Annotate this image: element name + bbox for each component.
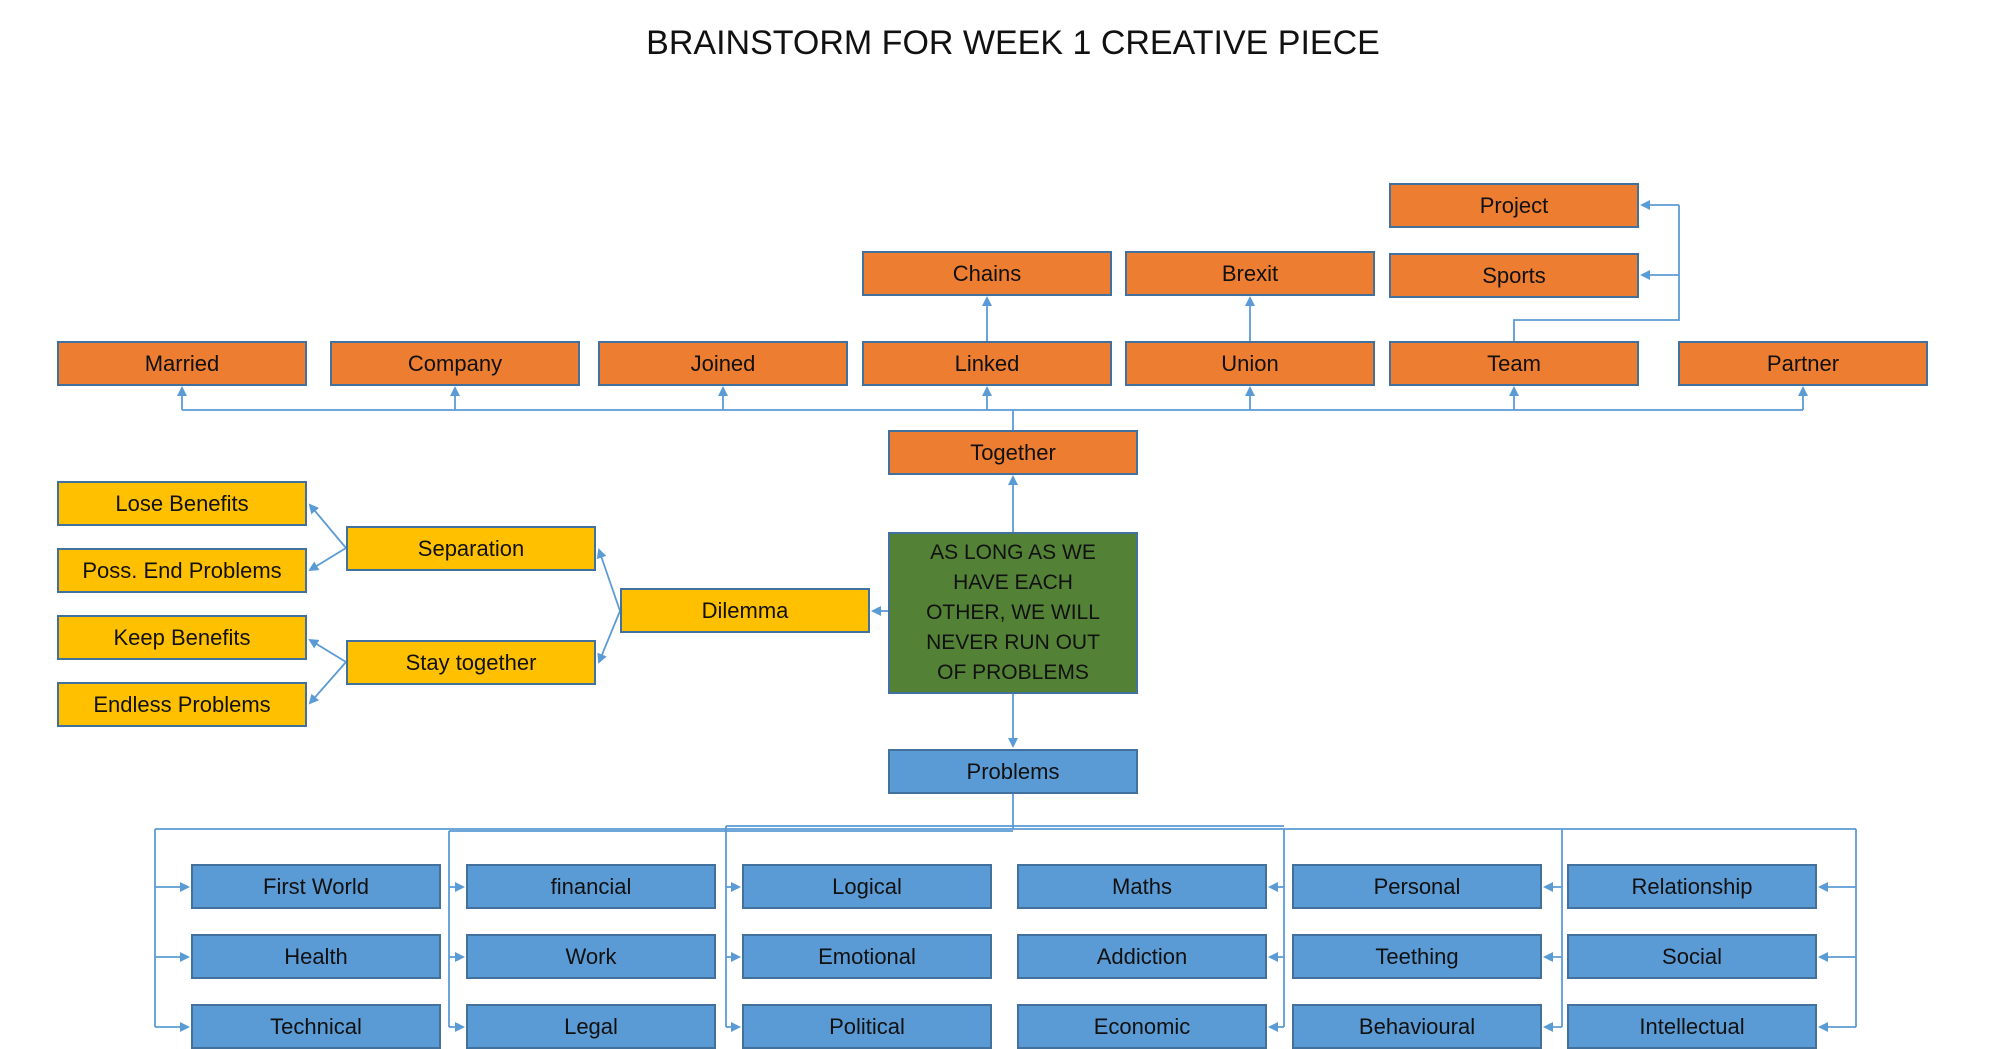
node-first-world[interactable]: First World — [191, 864, 441, 909]
node-health[interactable]: Health — [191, 934, 441, 979]
node-central-idea[interactable]: AS LONG AS WE HAVE EACH OTHER, WE WILL N… — [888, 532, 1138, 694]
node-endless-problems[interactable]: Endless Problems — [57, 682, 307, 727]
node-keep-benefits[interactable]: Keep Benefits — [57, 615, 307, 660]
node-union[interactable]: Union — [1125, 341, 1375, 386]
connector-to-endless-problems — [308, 661, 347, 705]
connector-to-keep-benefits — [308, 638, 347, 663]
node-technical[interactable]: Technical — [191, 1004, 441, 1049]
node-lose-benefits[interactable]: Lose Benefits — [57, 481, 307, 526]
node-poss-end-problems[interactable]: Poss. End Problems — [57, 548, 307, 593]
node-dilemma[interactable]: Dilemma — [620, 588, 870, 633]
node-maths[interactable]: Maths — [1017, 864, 1267, 909]
node-teething[interactable]: Teething — [1292, 934, 1542, 979]
node-partner[interactable]: Partner — [1678, 341, 1928, 386]
node-emotional[interactable]: Emotional — [742, 934, 992, 979]
node-intellectual[interactable]: Intellectual — [1567, 1004, 1817, 1049]
node-economic[interactable]: Economic — [1017, 1004, 1267, 1049]
node-sports[interactable]: Sports — [1389, 253, 1639, 298]
connector-to-end-problems — [308, 547, 347, 572]
node-project[interactable]: Project — [1389, 183, 1639, 228]
connector-to-lose-benefits — [308, 503, 347, 549]
node-work[interactable]: Work — [466, 934, 716, 979]
connector-together-bus — [182, 409, 1803, 430]
node-financial[interactable]: financial — [466, 864, 716, 909]
node-logical[interactable]: Logical — [742, 864, 992, 909]
node-problems[interactable]: Problems — [888, 749, 1138, 794]
node-married[interactable]: Married — [57, 341, 307, 386]
node-personal[interactable]: Personal — [1292, 864, 1542, 909]
node-chains[interactable]: Chains — [862, 251, 1112, 296]
node-social[interactable]: Social — [1567, 934, 1817, 979]
connector-team-bus — [1513, 205, 1680, 341]
node-political[interactable]: Political — [742, 1004, 992, 1049]
connector-dilemma-stay — [597, 610, 621, 664]
connector-problems-bus — [155, 794, 1856, 830]
node-team[interactable]: Team — [1389, 341, 1639, 386]
connector-dilemma-separation — [596, 548, 621, 612]
node-separation[interactable]: Separation — [346, 526, 596, 571]
node-legal[interactable]: Legal — [466, 1004, 716, 1049]
node-joined[interactable]: Joined — [598, 341, 848, 386]
node-addiction[interactable]: Addiction — [1017, 934, 1267, 979]
node-linked[interactable]: Linked — [862, 341, 1112, 386]
node-together[interactable]: Together — [888, 430, 1138, 475]
node-company[interactable]: Company — [330, 341, 580, 386]
node-brexit[interactable]: Brexit — [1125, 251, 1375, 296]
node-behavioural[interactable]: Behavioural — [1292, 1004, 1542, 1049]
node-stay-together[interactable]: Stay together — [346, 640, 596, 685]
node-relationship[interactable]: Relationship — [1567, 864, 1817, 909]
diagram-title: BRAINSTORM FOR WEEK 1 CREATIVE PIECE — [646, 24, 1380, 62]
